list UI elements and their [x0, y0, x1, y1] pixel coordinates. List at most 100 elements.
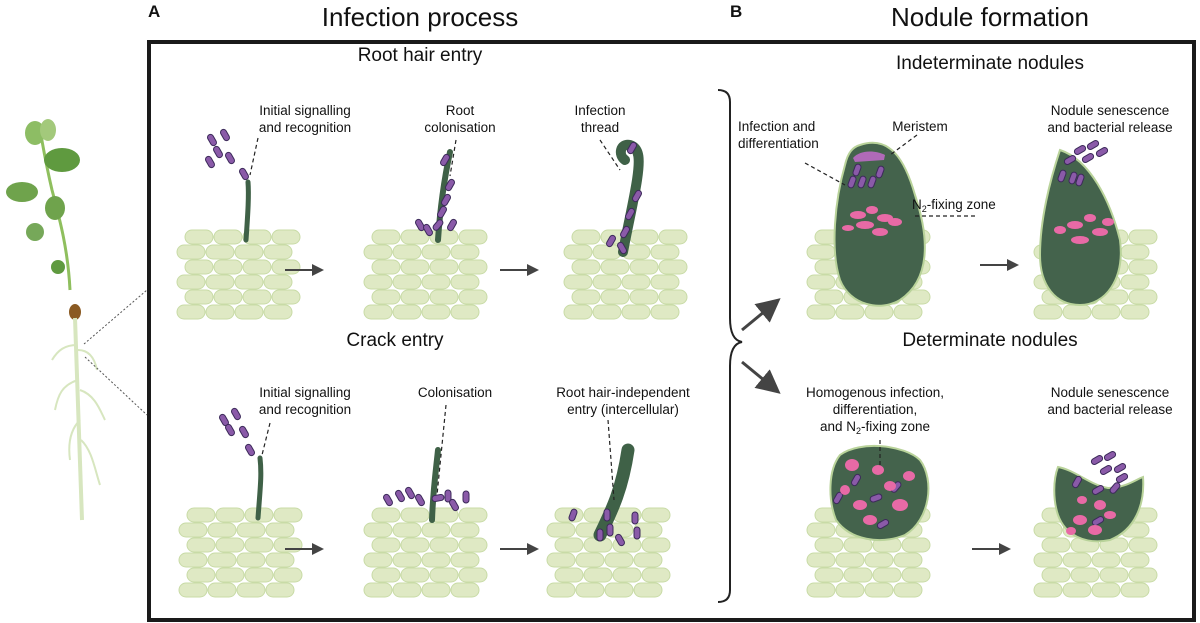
root-hair-icon [243, 179, 251, 243]
bacterium-icon [1099, 465, 1113, 475]
indeterminate-nodules-title: Indeterminate nodules [895, 53, 1084, 74]
plant-cell [1041, 567, 1071, 583]
bacterium-icon [1090, 455, 1104, 465]
leaf-icon [51, 260, 65, 274]
bacterium-icon [606, 523, 614, 537]
plant-cell [641, 507, 671, 523]
bacterium-icon [383, 493, 393, 507]
plant-cell [458, 229, 488, 245]
bacterium-icon [632, 189, 642, 203]
taproot-icon [73, 317, 84, 521]
bacterium-icon [207, 133, 217, 147]
plant-cell [629, 259, 659, 275]
plant-cell [421, 244, 451, 260]
plant-cell [592, 274, 622, 290]
plant-cell [629, 229, 659, 245]
bacterium-icon [1109, 482, 1121, 494]
bacterium-icon [440, 153, 450, 167]
plant-cell [814, 537, 844, 553]
cell-block [363, 229, 488, 320]
plant-cell [458, 289, 488, 305]
label-n2-fixing-zone-indeterminate: N2-fixing zone [912, 197, 996, 214]
bacterium-icon [423, 223, 433, 237]
plant-cell [1070, 567, 1100, 583]
plant-cell [186, 567, 216, 583]
plant-cell [213, 259, 243, 275]
n2-fixing-bacteroid [845, 459, 859, 471]
plant-cell [236, 522, 266, 538]
plant-cell [633, 552, 663, 568]
plant-cell [392, 522, 422, 538]
plant-cell [1120, 244, 1150, 260]
plant-cell [178, 582, 208, 598]
plant-cell [814, 567, 844, 583]
bacterium-icon [620, 225, 630, 239]
plant-cell [392, 244, 422, 260]
meristem-icon [853, 151, 885, 162]
bacterium-icon [444, 489, 452, 503]
bacterium-icon [633, 526, 641, 540]
plant-cell [1041, 537, 1071, 553]
plant-cell [604, 552, 634, 568]
plant-cell [1120, 582, 1150, 598]
plant-cell [650, 304, 680, 320]
bacterium-icon [1086, 140, 1100, 150]
n2-fixing-bacteroid [866, 206, 878, 214]
bacterium-icon [1068, 171, 1078, 185]
plant-cell [641, 537, 671, 553]
lateral-root-icon [51, 344, 106, 486]
plant-cell [893, 304, 923, 320]
plant-cell [1033, 522, 1063, 538]
plant-cell [234, 304, 264, 320]
panel-a-title: Infection process [321, 2, 519, 32]
leader-lines [249, 134, 975, 501]
plant-cell [371, 507, 401, 523]
plant-cell [271, 289, 301, 305]
plant-cell [658, 229, 688, 245]
plant-cell [901, 567, 931, 583]
bacterium-icon [395, 489, 405, 503]
plant-cell [554, 537, 584, 553]
plant-cell [1091, 304, 1121, 320]
plant-cell [371, 537, 401, 553]
bacterium-icon [617, 241, 627, 255]
plant-cell [864, 304, 894, 320]
bacterium-icon [851, 473, 861, 487]
panel-a-letter: A [148, 2, 161, 21]
plant-cell [1128, 229, 1158, 245]
n2-fixing-bacteroid [892, 499, 908, 511]
n2-fixing-bacteroid [1066, 527, 1076, 535]
plant-cell [184, 229, 214, 245]
plant-cell [600, 259, 630, 275]
n2-fixing-bacteroid [1104, 511, 1116, 519]
bacterium-icon [225, 151, 235, 165]
plant-cell [363, 244, 393, 260]
arrow-down-right-icon [741, 360, 781, 394]
plant-cell [1062, 552, 1092, 568]
cell-block [363, 507, 488, 598]
plant-cell [450, 304, 480, 320]
n2-fixing-bacteroid [842, 225, 854, 231]
plant-cell [571, 289, 601, 305]
bacterium-icon [869, 493, 883, 503]
n2-fixing-bacteroid [1073, 515, 1087, 525]
plant-cell [421, 582, 451, 598]
plant-cell [371, 259, 401, 275]
plant-cell [563, 244, 593, 260]
bacterium-icon [847, 175, 857, 189]
bacterium-icon [627, 141, 637, 155]
plant-cell [864, 582, 894, 598]
plant-cell [176, 304, 206, 320]
root-hair-icon [429, 447, 441, 523]
plant-cell [621, 274, 651, 290]
plant-cell [234, 244, 264, 260]
plant-cell [421, 552, 451, 568]
plant-cell [658, 259, 688, 275]
n2-fixing-bacteroid [1094, 500, 1106, 510]
plant-cell [421, 522, 451, 538]
plant-cell [450, 244, 480, 260]
plant-cell [400, 229, 430, 245]
plant-cell [592, 304, 622, 320]
plant-cell [1099, 567, 1129, 583]
bacterium-icon [1057, 169, 1067, 183]
